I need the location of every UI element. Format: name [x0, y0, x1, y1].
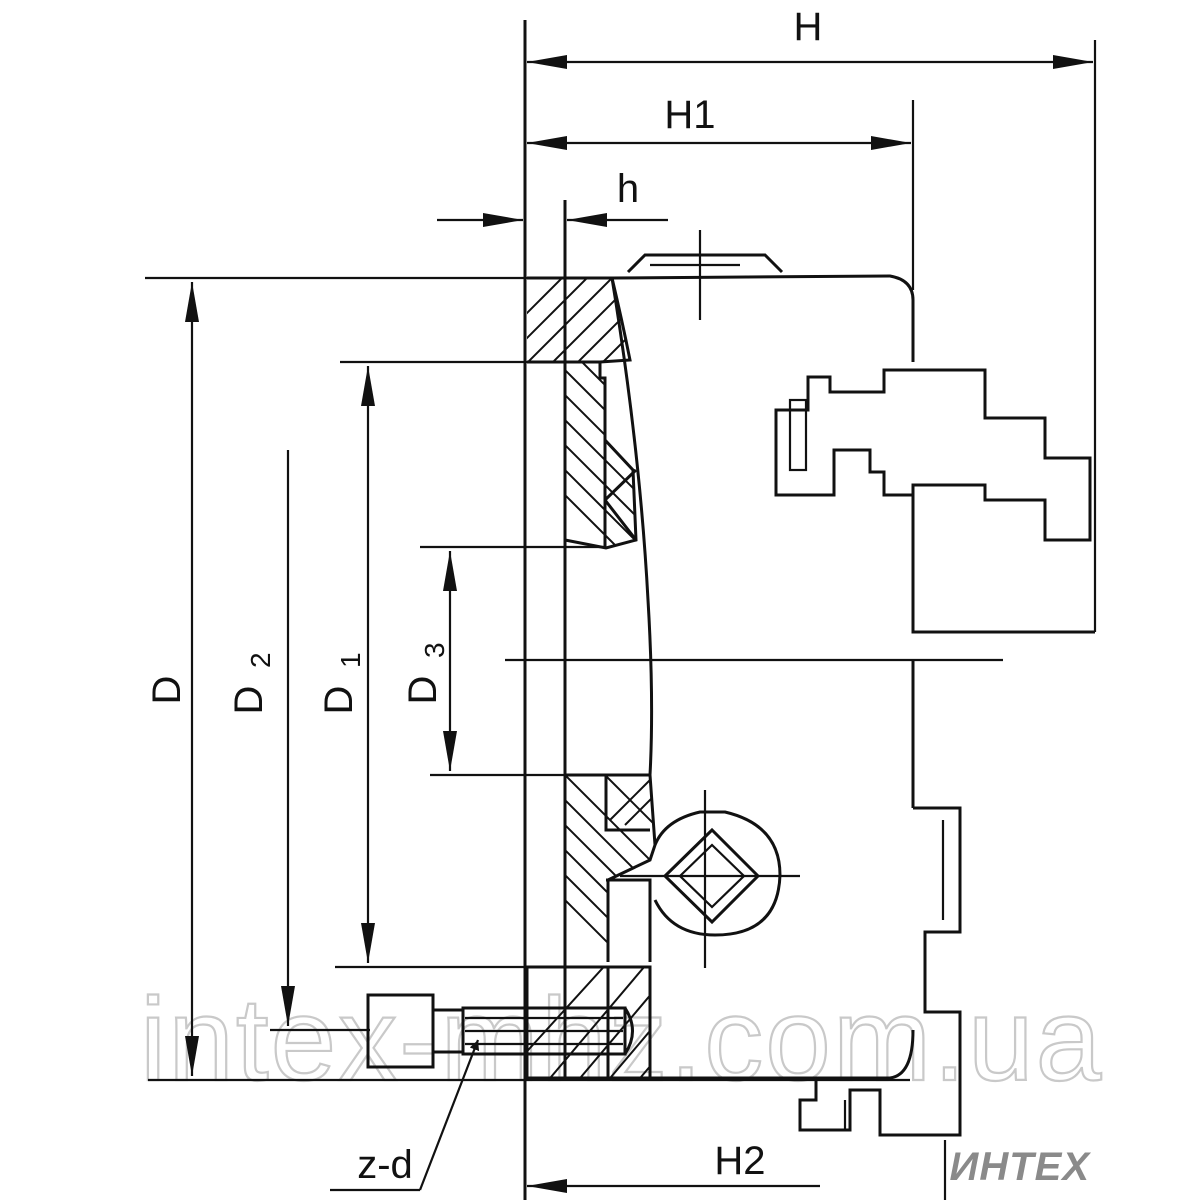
- label-small-h: h: [617, 167, 639, 211]
- upper-jaw-slot: [788, 398, 808, 472]
- zd-leader-line: [418, 1039, 480, 1191]
- chuck-body: [610, 230, 1095, 1080]
- label-d2-group: D 2: [227, 652, 276, 714]
- mounting-bolt: [366, 993, 634, 1069]
- label-d: D: [145, 676, 189, 705]
- lower-jaw-outline: [798, 806, 962, 1137]
- bolt-tip: [623, 1007, 634, 1055]
- section-middle-hatch: [565, 362, 636, 548]
- label-d3-sub: 3: [419, 642, 450, 658]
- lower-jaw: [798, 806, 962, 1137]
- label-h1: H1: [664, 93, 715, 137]
- logo-text: ИНТЕХ: [950, 1145, 1092, 1189]
- section-upper-hatch: [527, 278, 630, 362]
- label-d2: D: [227, 686, 271, 715]
- section-lower-detail: [604, 775, 652, 962]
- body-right-upper: [911, 495, 1095, 634]
- label-d1-group: D 1: [317, 652, 366, 714]
- section-lower-outline: [565, 773, 657, 962]
- label-d3: D: [401, 676, 445, 705]
- zd-leader: z-d: [330, 1039, 480, 1192]
- label-d1: D: [317, 686, 361, 715]
- label-d3-group: D 3: [401, 642, 450, 704]
- section-middle: [563, 360, 638, 550]
- section-middle-wedge: [603, 440, 638, 548]
- section-bottom-outline: [525, 965, 652, 1080]
- label-zd: z-d: [357, 1143, 413, 1187]
- upper-jaw: [774, 368, 1092, 542]
- key-socket: [620, 790, 800, 968]
- section-upper: [527, 276, 632, 364]
- top-cap: [626, 253, 784, 274]
- label-h: H: [794, 5, 823, 49]
- body-top-edge: [611, 274, 915, 362]
- bolt-thread-body: [461, 1006, 627, 1056]
- label-h2: H2: [714, 1139, 765, 1183]
- label-d2-sub: 2: [245, 652, 276, 668]
- body-bottom-edge: [650, 1029, 915, 1080]
- body-front-curve: [610, 277, 654, 776]
- label-d1-sub: 1: [335, 652, 366, 668]
- upper-jaw-outline: [774, 368, 1092, 542]
